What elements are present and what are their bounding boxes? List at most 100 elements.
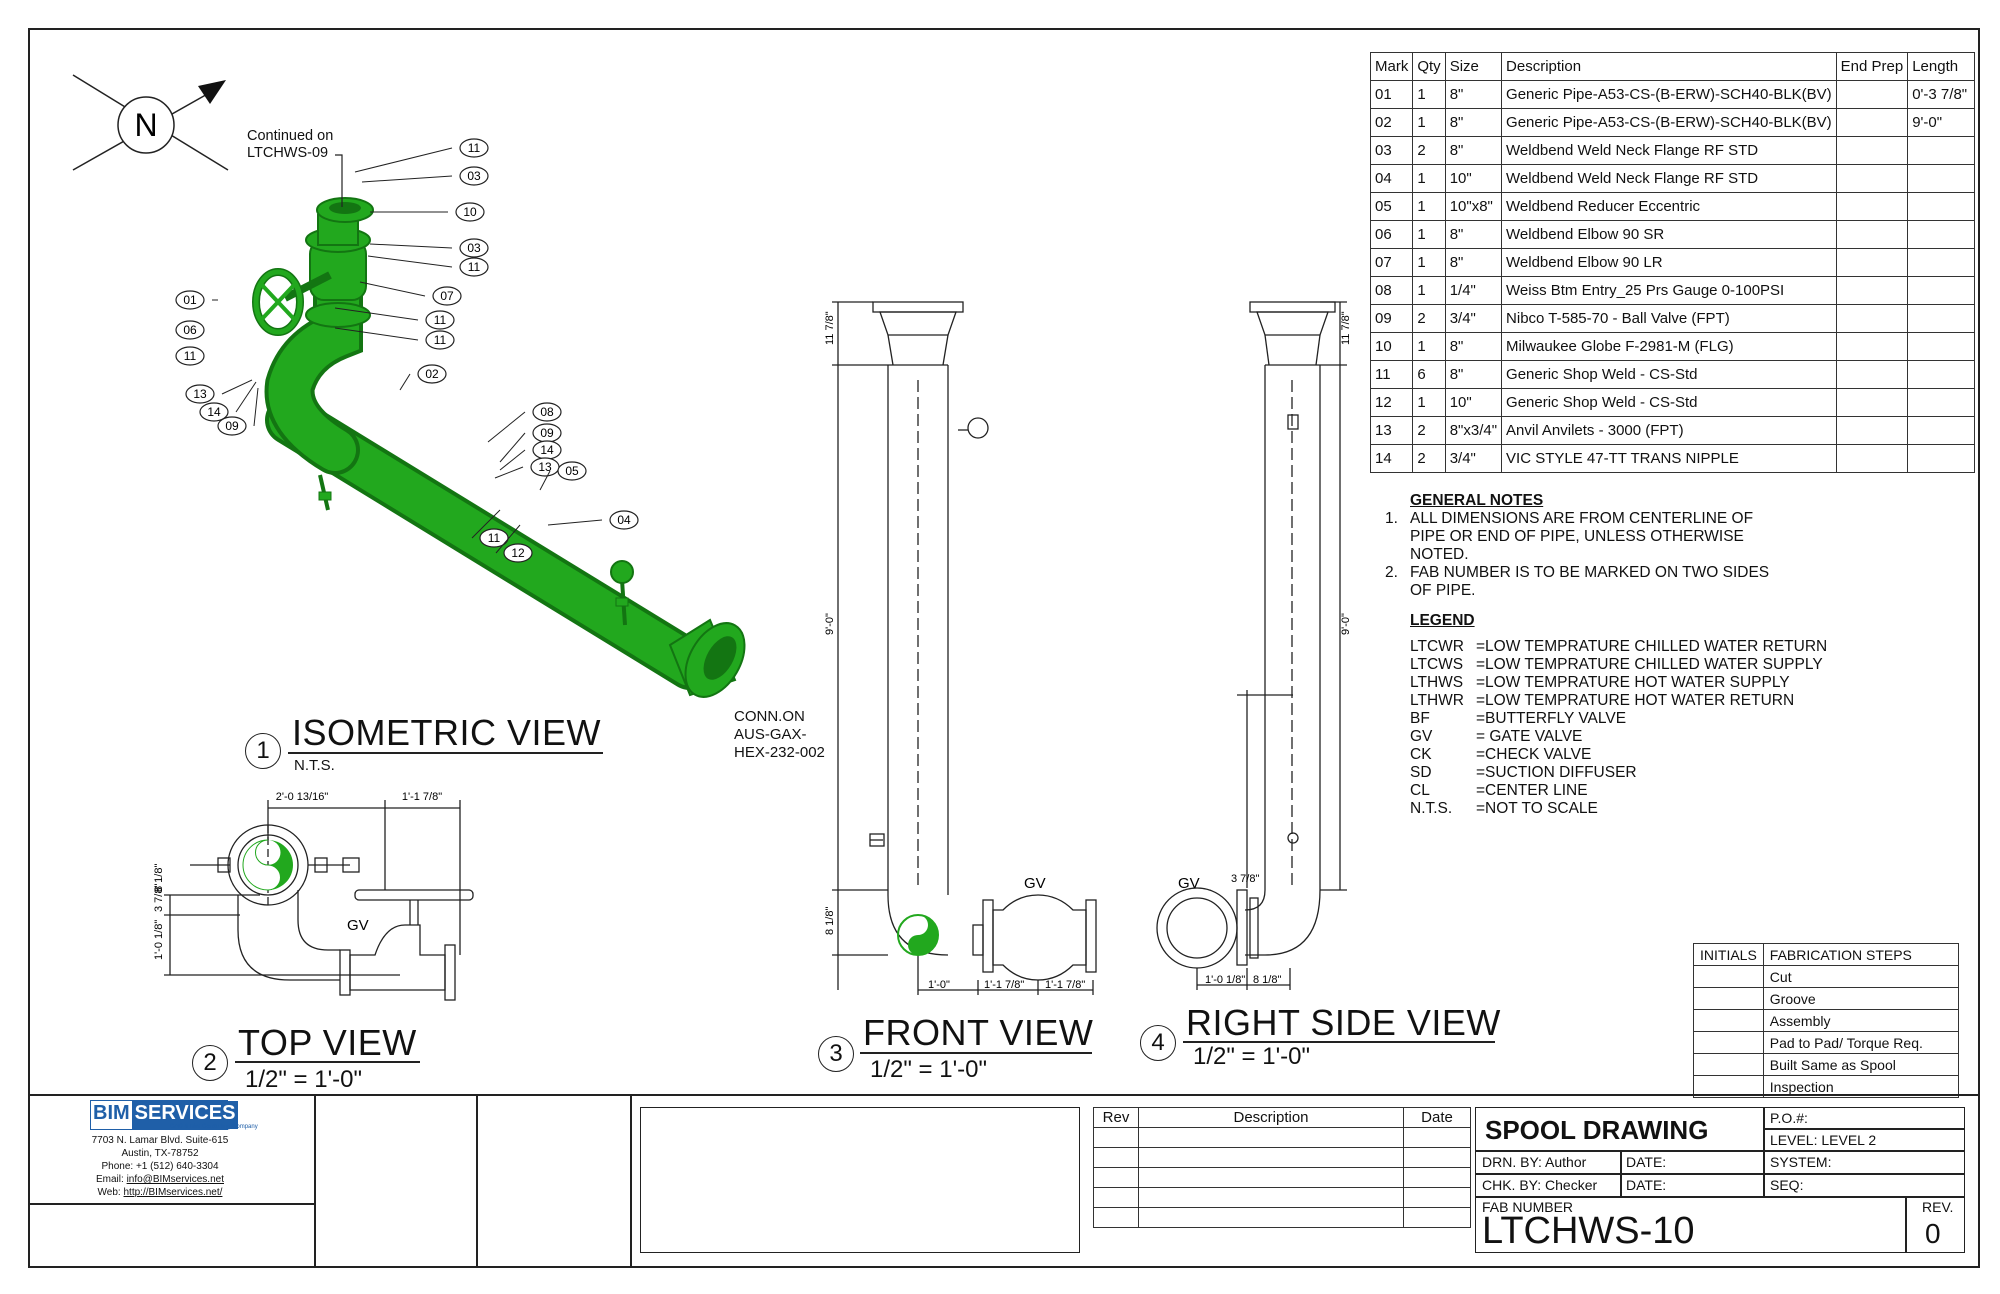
callout-bubble (175, 346, 205, 366)
legend-key: BF (1410, 710, 1430, 727)
legend-item: LTHWS=LOW TEMPRATURE HOT WATER SUPPLY (1410, 674, 1827, 692)
rev-header-cell: Rev (1093, 1107, 1139, 1128)
callout-bubble (217, 416, 247, 436)
drawing-type: SPOOL DRAWING (1485, 1115, 1709, 1145)
bom-cell: 1 (1412, 248, 1446, 277)
fab-initials-cell (1693, 1053, 1764, 1076)
fab-initials-cell (1693, 965, 1764, 988)
fab-initials-cell (1693, 987, 1764, 1010)
bom-cell: 3/4" (1444, 444, 1503, 473)
callout-leader (499, 449, 526, 471)
connection-note: CONN.ON AUS-GAX- HEX-232-002 (734, 708, 825, 762)
front-view-title: FRONT VIEW (863, 1012, 1094, 1053)
legend-list: LTCWR=LOW TEMPRATURE CHILLED WATER RETUR… (1385, 638, 1827, 818)
callout-label: 08 (540, 405, 554, 419)
table-row (1093, 1167, 1471, 1188)
bom-cell: 1 (1412, 164, 1446, 193)
right-dim-d: 1'-0 1/8" (1205, 974, 1245, 986)
callout-bubble (609, 510, 639, 530)
legend-key: LTCWS (1410, 656, 1464, 673)
callout-label: 09 (540, 426, 554, 440)
tb-divider-2 (476, 1094, 478, 1268)
notes-box (640, 1107, 1080, 1253)
rev-cell (1403, 1127, 1471, 1148)
company-web-link[interactable]: http://BIMservices.net/ (123, 1187, 223, 1198)
address-line2: Austin, TX-78752 (121, 1148, 199, 1159)
callout-leader (354, 147, 453, 173)
stb-v3 (1905, 1196, 1907, 1253)
bom-cell: 06 (1369, 220, 1414, 249)
front-gv-label: GV (1024, 875, 1046, 892)
bom-cell: 09 (1369, 304, 1414, 333)
iso-view-title: ISOMETRIC VIEW (292, 712, 602, 753)
bom-cell: 1 (1412, 220, 1446, 249)
stb-h2 (1475, 1173, 1965, 1175)
company-email-link[interactable]: info@BIMservices.net (126, 1174, 224, 1185)
fab-step-cell: Groove (1762, 987, 1959, 1010)
bom-cell: 08 (1369, 276, 1414, 305)
rev-label: REV. (1922, 1199, 1954, 1215)
top-title-underline (235, 1061, 420, 1063)
bom-cell: 01 (1369, 80, 1414, 109)
legend-key: LTHWS (1410, 674, 1464, 691)
continued-note: Continued on LTCHWS-09 (247, 128, 333, 162)
legend-key: CL (1410, 782, 1430, 799)
callout-label: 11 (468, 260, 481, 274)
callout-leader (334, 327, 419, 341)
top-view-scale: 1/2" = 1'-0" (245, 1066, 363, 1093)
bom-cell: 8" (1444, 80, 1503, 109)
callout-label: 03 (467, 241, 481, 255)
callout-label: 04 (617, 513, 631, 527)
bom-cell: 1 (1412, 276, 1446, 305)
bom-cell (1835, 304, 1909, 333)
front-dim-d: 1'-0" (928, 979, 950, 991)
callout-leader (361, 175, 453, 183)
callout-label: 12 (511, 546, 525, 560)
table-row (1093, 1127, 1471, 1148)
table-row: Pad to Pad/ Torque Req. (1693, 1031, 1959, 1054)
bom-cell: 2 (1412, 444, 1446, 473)
legend-item: LTCWR=LOW TEMPRATURE CHILLED WATER RETUR… (1410, 638, 1827, 656)
bom-header-cell: Length (1907, 52, 1976, 81)
bom-cell (1835, 220, 1909, 249)
bom-cell (1835, 108, 1909, 137)
legend-value: =NOT TO SCALE (1476, 800, 1598, 817)
legend-item: BF=BUTTERFLY VALVE (1410, 710, 1827, 728)
note-number: 2. (1385, 564, 1398, 581)
bom-cell: 8" (1444, 248, 1503, 277)
bom-cell: 10"x8" (1444, 192, 1503, 221)
bom-cell: 1 (1412, 80, 1446, 109)
bom-header-cell: Qty (1412, 52, 1446, 81)
callout-label: 09 (225, 419, 239, 433)
logo-tagline: CAD & Bim Consulting Company (170, 1124, 258, 1130)
callout-bubble (432, 286, 462, 306)
callout-bubble (455, 202, 485, 222)
bom-cell (1835, 192, 1909, 221)
system-label: SYSTEM: (1770, 1154, 1832, 1170)
table-row (1093, 1207, 1471, 1228)
legend-item: LTCWS=LOW TEMPRATURE CHILLED WATER SUPPL… (1410, 656, 1827, 674)
legend-value: =CENTER LINE (1476, 782, 1588, 799)
top-dim-a: 2'-0 13/16" (276, 791, 329, 803)
title-block-top-line (28, 1094, 1980, 1096)
seq-label: SEQ: (1770, 1177, 1804, 1193)
bom-cell (1907, 304, 1976, 333)
top-dim-b: 1'-1 7/8" (402, 791, 442, 803)
callout-leader (253, 387, 259, 427)
note-line: FAB NUMBER IS TO BE MARKED ON TWO SIDES (1410, 564, 1770, 581)
bom-cell (1907, 248, 1976, 277)
callout-leader (221, 379, 253, 395)
callout-bubble (459, 166, 489, 186)
callout-label: 14 (540, 443, 554, 457)
callout-label: 10 (463, 205, 477, 219)
bom-header-cell: Description (1501, 52, 1837, 81)
top-dim-c: 1'-0 1/8" (153, 920, 165, 960)
drawing-border (28, 28, 1980, 1268)
right-title-underline (1183, 1041, 1495, 1043)
